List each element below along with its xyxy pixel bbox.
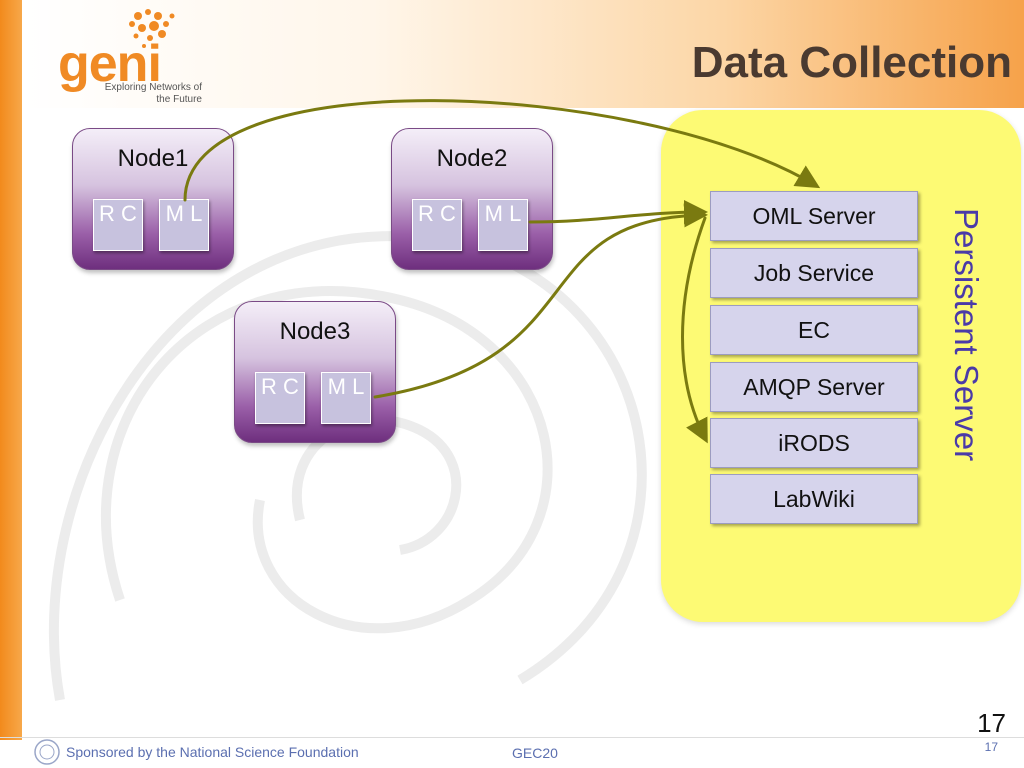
persistent-server-label: Persistent Server <box>948 208 985 462</box>
ml-chip: M L <box>321 372 371 424</box>
service-amqp-server: AMQP Server <box>710 362 918 412</box>
service-job-service: Job Service <box>710 248 918 298</box>
page-title: Data Collection <box>691 38 1012 87</box>
header-band <box>22 0 1024 108</box>
rc-chip: R C <box>412 199 462 251</box>
footer-event: GEC20 <box>512 745 558 761</box>
node-title: Node1 <box>117 145 189 172</box>
node-1: Node1 R C M L <box>72 128 234 270</box>
ml-chip: M L <box>478 199 528 251</box>
node-2: Node2 R C M L <box>391 128 553 270</box>
rc-chip: R C <box>255 372 305 424</box>
service-labwiki: LabWiki <box>710 474 918 524</box>
node-title: Node2 <box>436 145 508 172</box>
service-irods: iRODS <box>710 418 918 468</box>
rc-chip: R C <box>93 199 143 251</box>
geni-logo: geni Exploring Networks of the Future <box>40 6 202 106</box>
node-3: Node3 R C M L <box>234 301 396 443</box>
ml-chip: M L <box>159 199 209 251</box>
left-accent-bar <box>0 0 22 740</box>
node-title: Node3 <box>279 318 351 345</box>
footer-divider <box>0 737 1024 738</box>
footer-page-number: 17 <box>984 740 998 754</box>
nsf-logo-icon <box>34 739 60 765</box>
logo-word: geni <box>58 35 162 93</box>
service-oml-server: OML Server <box>710 191 918 241</box>
service-ec: EC <box>710 305 918 355</box>
footer-sponsor: Sponsored by the National Science Founda… <box>66 744 359 760</box>
geni-logo-dots <box>129 9 175 48</box>
logo-tagline: Exploring Networks of the Future <box>104 82 202 105</box>
slide-number: 17 <box>977 708 1006 738</box>
